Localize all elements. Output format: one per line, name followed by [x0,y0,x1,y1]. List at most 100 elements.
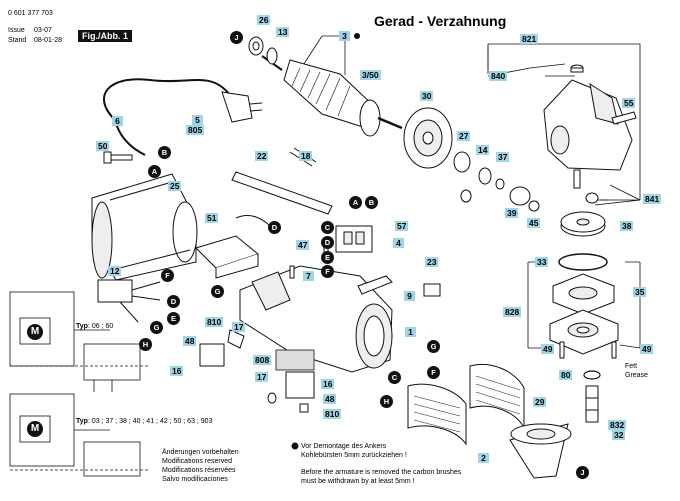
typ-values-2: : 03 ; 37 ; 38 ; 40 ; 41 ; 42 ; 50 ; 63 … [87,418,213,425]
connector-letter-b: B [365,196,378,209]
connector-letter-c: C [388,371,401,384]
connector-letter-a: A [349,196,362,209]
connector-letter-f: F [161,269,174,282]
modifications-fr: Modifications réservées [162,467,236,474]
callout-9: 9 [404,291,415,301]
callout-57: 57 [395,221,409,231]
callout-50: 50 [96,141,110,151]
callout-45: 45 [527,218,541,228]
issue-label: Issue [8,27,25,34]
connector-letter-g: G [427,340,440,353]
part-number: 0 601 377 703 [8,10,53,17]
callout-3: 3 [339,31,350,41]
callout-832: 832 [608,420,627,430]
callout-1: 1 [405,327,416,337]
typ-prefix-2: Typ [76,418,88,425]
callout-51: 51 [205,213,219,223]
callout-49-b: 49 [640,344,654,354]
callout-49-a: 49 [541,344,555,354]
connector-letter-g: G [211,285,224,298]
connector-letter-f: F [427,366,440,379]
connector-letter-f: F [321,265,334,278]
callout-810-b: 810 [323,409,342,419]
callout-805: 805 [186,125,205,135]
callout-37: 37 [496,152,510,162]
callout-4: 4 [393,238,404,248]
callout-33: 33 [535,257,549,267]
callout-32: 32 [612,430,626,440]
callout-39: 39 [505,208,519,218]
callout-840: 840 [489,71,508,81]
callout-14: 14 [476,145,490,155]
issue-value: 03-07 [34,27,52,34]
callout-26: 26 [257,15,271,25]
callout-23: 23 [425,257,439,267]
callout-25: 25 [168,181,182,191]
armature-note-de-line2: Kohlebürsten 5mm zurückziehen ! [301,452,407,459]
callout-18: 18 [299,151,313,161]
motor-symbol: M [27,324,43,340]
callout-810-a: 810 [205,317,224,327]
callout-35: 35 [633,287,647,297]
typ-prefix-1: Typ [76,323,88,330]
connector-letter-e: E [321,251,334,264]
connector-letter-j: J [230,31,243,44]
callout-2: 2 [478,453,489,463]
armature-note-en-line1: Before the armature is removed the carbo… [301,469,462,476]
callout-17-b: 17 [255,372,269,382]
typ-label-1: Typ: 06 ; 60 [76,323,113,330]
callout-16-a: 16 [170,366,184,376]
callout-80: 80 [559,370,573,380]
callout-27: 27 [457,131,471,141]
connector-letter-g: G [150,321,163,334]
callout-12: 12 [108,266,122,276]
callout-29: 29 [533,397,547,407]
callout-5: 5 [192,115,203,125]
modifications-es: Salvo modificaciones [162,476,228,483]
connector-letter-a: A [148,165,161,178]
connector-letter-d: D [167,295,180,308]
fett-label: Fett [625,363,638,370]
modifications-notice: Änderungen vorbehalten Modifications res… [162,448,239,484]
callout-841: 841 [643,194,662,204]
connector-letter-c: C [321,221,334,234]
typ-values-1: : 06 ; 60 [87,323,114,330]
armature-note-de: Vor Demontage des Ankers Kohlebürsten 5m… [301,442,407,460]
callout-3-50: 3/50 [360,70,381,80]
stand-value: 08-01-28 [34,37,63,44]
connector-letter-d: D [268,221,281,234]
modifications-de: Änderungen vorbehalten [162,449,239,456]
callout-48-a: 48 [183,336,197,346]
callout-30: 30 [420,91,434,101]
armature-note-de-line1: Vor Demontage des Ankers [301,443,387,450]
armature-note-en-line2: must be withdrawn by at least 5mm ! [301,478,415,485]
callout-38: 38 [620,221,634,231]
stand-label: Stand [8,37,27,44]
callout-47: 47 [296,240,310,250]
connector-letter-h: H [139,338,152,351]
page-title: Gerad - Verzahnung [374,13,507,29]
motor-symbol: M [27,421,43,437]
typ-label-2: Typ: 03 ; 37 ; 38 ; 40 ; 41 ; 42 ; 50 ; … [76,418,212,425]
callout-16-b: 16 [321,379,335,389]
connector-letter-h: H [380,395,393,408]
connector-letter-d: D [321,236,334,249]
callout-6: 6 [112,116,123,126]
connector-letter-j: J [576,466,589,479]
callout-22: 22 [255,151,269,161]
callout-55: 55 [622,98,636,108]
callout-828: 828 [503,307,522,317]
callout-808: 808 [253,355,272,365]
grease-label: Grease [625,372,648,379]
armature-note-en: Before the armature is removed the carbo… [301,468,461,486]
figure-label: Fig./Abb. 1 [78,30,132,42]
callout-13: 13 [276,27,290,37]
callout-48-b: 48 [323,394,337,404]
callout-821: 821 [520,34,539,44]
callout-17-a: 17 [232,322,246,332]
callout-7: 7 [303,271,314,281]
connector-letter-e: E [167,312,180,325]
modifications-en: Modifications reserved [162,458,233,465]
